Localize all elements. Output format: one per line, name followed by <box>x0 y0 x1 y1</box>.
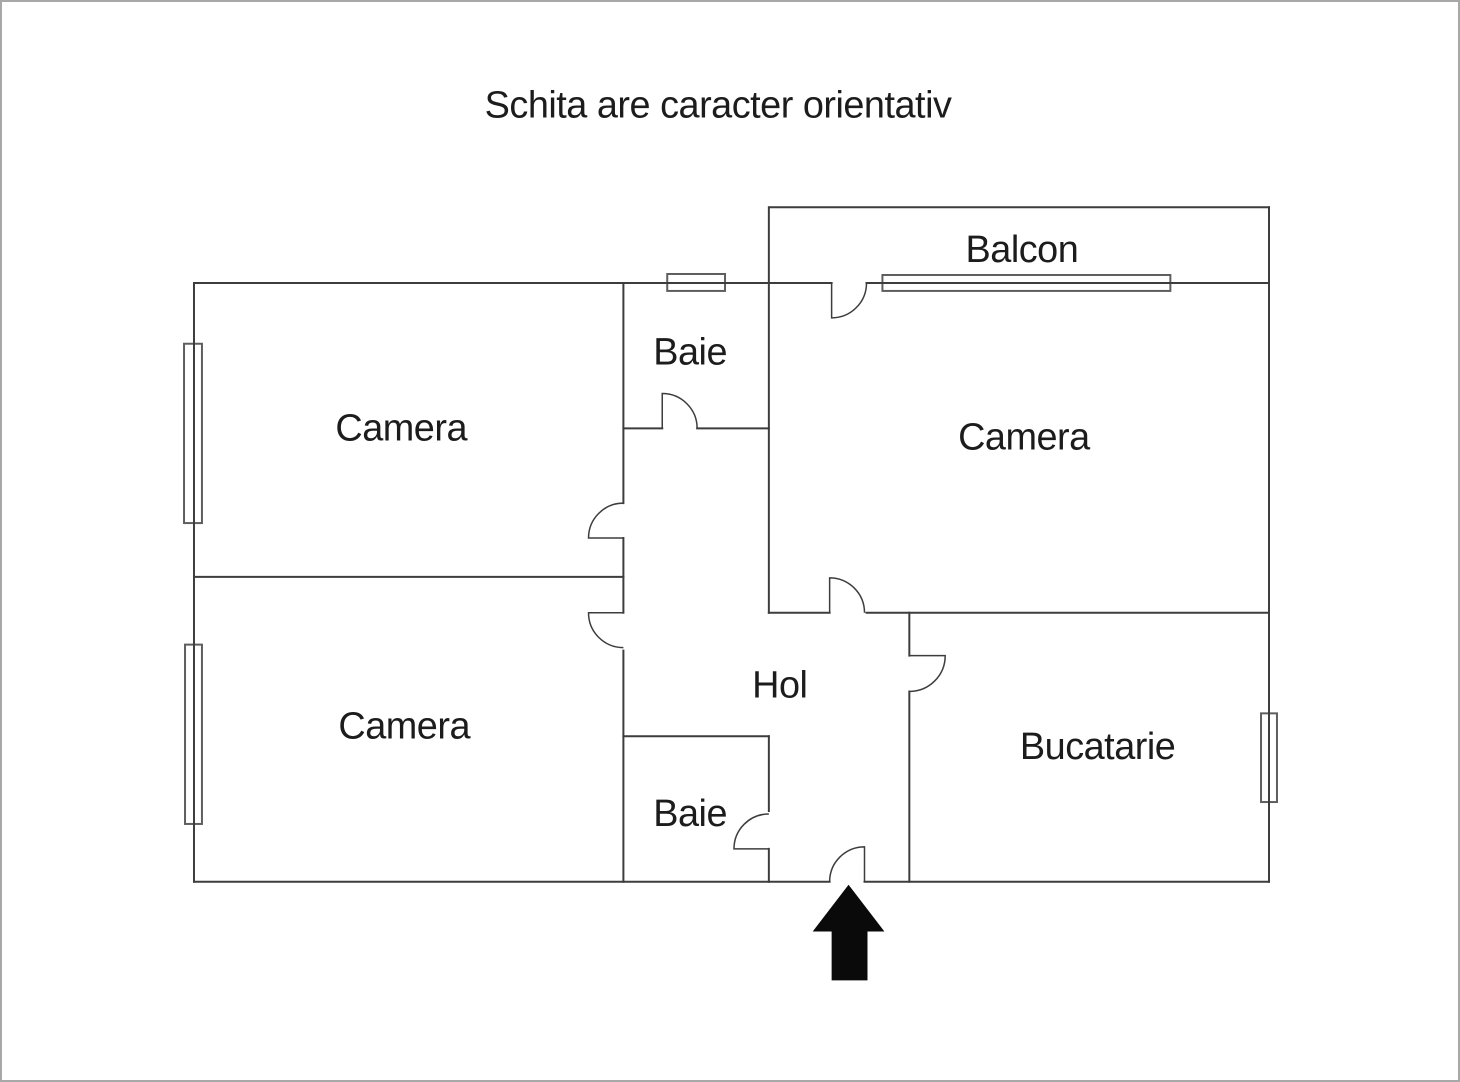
door-balcon <box>830 282 868 319</box>
room-label-balcon: Balcon <box>966 229 1079 271</box>
room-label-camera-right: Camera <box>958 416 1091 458</box>
room-labels: Camera Baie Balcon Camera Camera Hol Bai… <box>335 229 1175 835</box>
room-label-baie-bottom: Baie <box>653 793 727 835</box>
room-label-bucatarie: Bucatarie <box>1020 726 1175 768</box>
door-camera-bottom-left <box>587 611 624 649</box>
plan-disclaimer-title: Schita are caracter orientativ <box>485 85 952 127</box>
door-camera-right <box>828 577 866 613</box>
doors <box>587 282 946 882</box>
door-camera-top-left <box>587 502 624 539</box>
door-bucatarie <box>909 654 946 693</box>
room-label-baie-top: Baie <box>653 332 727 374</box>
walls <box>192 206 1270 883</box>
door-baie-top <box>661 392 698 429</box>
entrance-arrow-icon <box>812 884 885 981</box>
door-baie-bottom <box>733 813 769 850</box>
room-label-hol: Hol <box>752 664 807 706</box>
door-entrance <box>828 846 866 882</box>
room-label-camera-top-left: Camera <box>335 407 468 449</box>
room-label-camera-bottom-left: Camera <box>338 705 471 747</box>
